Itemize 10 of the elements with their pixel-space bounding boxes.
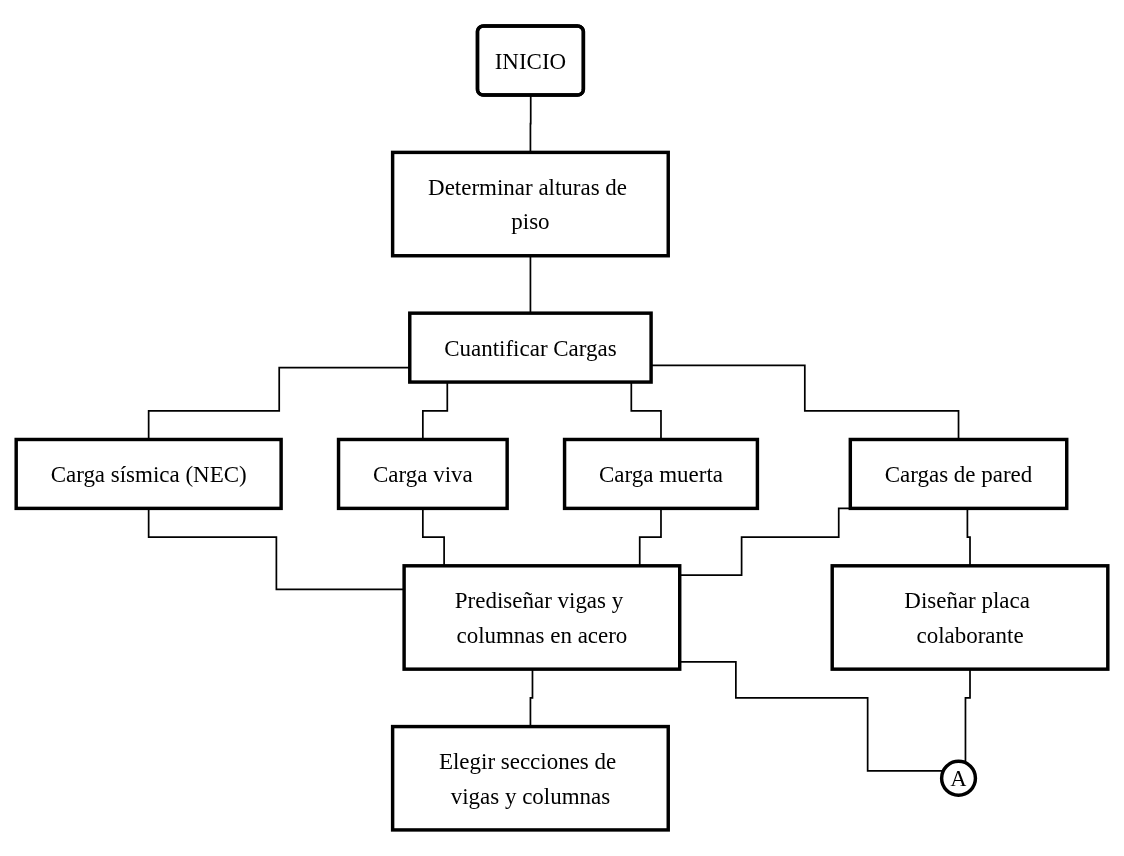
node-box: Carga viva bbox=[336, 437, 509, 511]
node-circle: A bbox=[939, 759, 978, 797]
node-box: Cuantificar Cargas bbox=[408, 311, 653, 384]
node-box: Elegir secciones de vigas y columnas bbox=[390, 724, 670, 832]
node-box: Prediseñar vigas y columnas en acero bbox=[402, 564, 682, 671]
node-box: Carga sísmica (NEC) bbox=[14, 437, 283, 511]
node-box: Diseñar placa colaborante bbox=[830, 564, 1110, 671]
node-box: Carga muerta bbox=[562, 437, 760, 511]
node-box: Determinar alturas de piso bbox=[390, 150, 670, 258]
node-box: Cargas de pared bbox=[848, 437, 1069, 511]
